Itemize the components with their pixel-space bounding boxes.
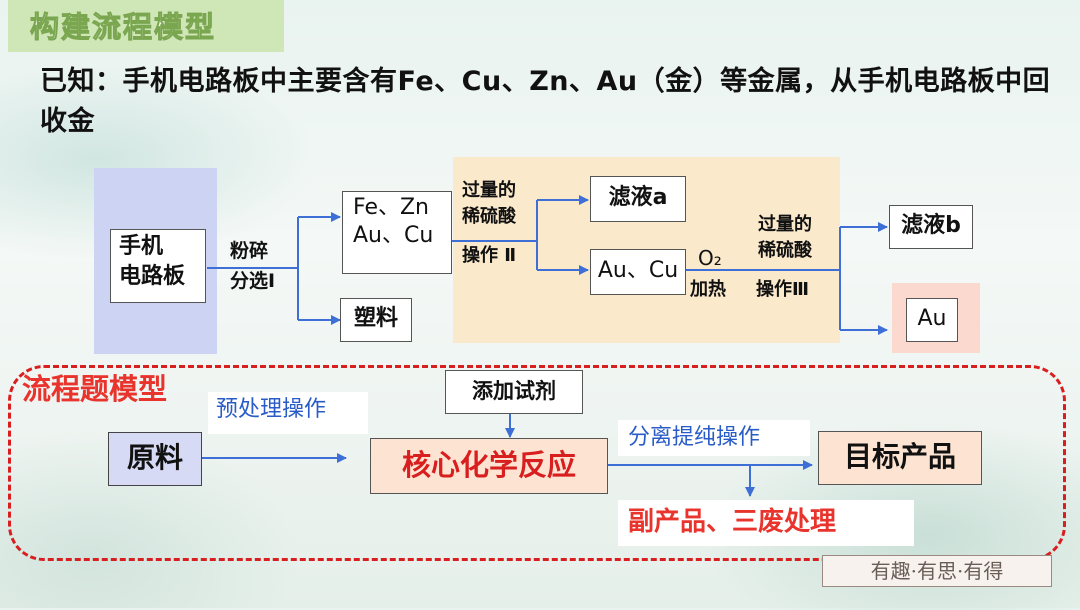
crush-separate-label: 粉碎 分选Ⅰ [230,240,276,292]
title-banner [8,0,284,52]
operation-2-label: 操作 Ⅱ [462,245,517,266]
raw-material-node: 手机 电路板 [110,229,206,303]
byproduct-label: 副产品、三废处理 [618,500,914,546]
add-reagent-box: 添加试剂 [445,370,583,414]
oxygen-label: O₂ [698,246,722,270]
separation-label: 分离提纯操作 [618,420,810,456]
target-product-box: 目标产品 [818,431,982,485]
known-statement: 已知：手机电路板中主要含有Fe、Cu、Zn、Au（金）等金属，从手机电路板中回收… [40,66,1051,137]
plastic-node: 塑料 [340,298,412,342]
raw-material-box: 原料 [108,432,202,486]
slide-title: 构建流程模型 [29,10,217,45]
filtrate-a-node: 滤液a [590,176,686,222]
au-cu-node: Au、Cu [590,249,686,295]
pretreatment-label: 预处理操作 [208,392,368,434]
flow-model-frame [8,365,1066,561]
gold-node: Au [906,298,958,342]
metals-node: Fe、Zn Au、Cu [342,191,452,274]
motto-stamp: 有趣·有思·有得 [822,555,1052,587]
flow-model-title: 流程题模型 [22,372,168,406]
heat-label: 加热 [690,279,726,300]
reagent-1-label: 过量的 稀硫酸 [462,180,516,227]
reagent-2-label: 过量的 稀硫酸 [758,214,812,261]
operation-3-label: 操作Ⅲ [756,279,810,300]
filtrate-b-node: 滤液b [889,205,973,249]
core-reaction-box: 核心化学反应 [370,438,608,494]
